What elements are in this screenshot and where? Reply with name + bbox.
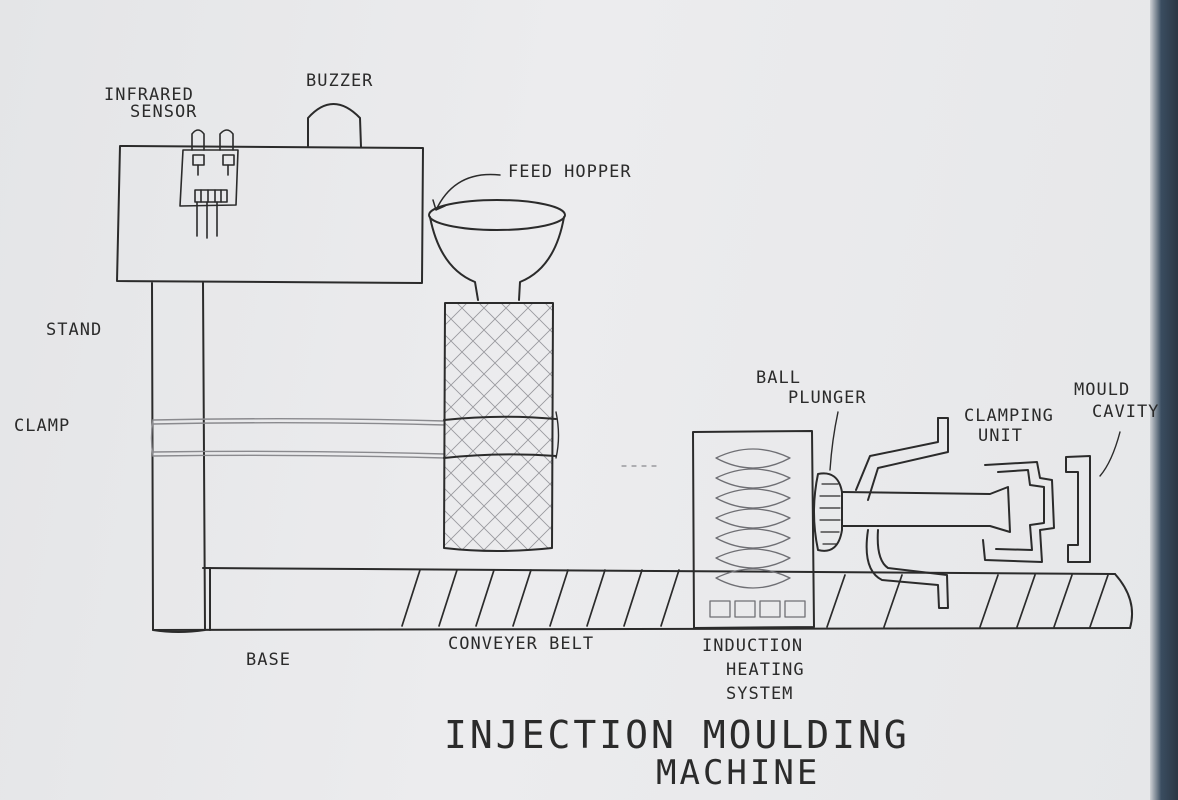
barrel-shape xyxy=(443,302,560,552)
label-system: SYSTEM xyxy=(726,684,794,704)
diagram-title-line-2: MACHINE xyxy=(656,753,821,793)
stand-shape xyxy=(151,282,206,633)
diagram-title-line-1: INJECTION MOULDING xyxy=(444,713,910,757)
label-buzzer: BUZZER xyxy=(306,71,374,91)
buzzer-shape xyxy=(307,103,362,148)
base-conveyor-shape xyxy=(152,567,1134,631)
label-feed-hopper: FEED HOPPER xyxy=(508,162,632,182)
infrared-sensor-shape xyxy=(179,129,239,239)
label-stand: STAND xyxy=(46,320,103,340)
control-box xyxy=(116,145,424,284)
mould-cavity-shape xyxy=(1065,431,1121,563)
clamping-unit-shape xyxy=(841,417,1055,609)
label-clamping: CLAMPING xyxy=(964,406,1054,426)
label-clamp: CLAMP xyxy=(14,416,71,436)
ball-plunger-shape xyxy=(813,411,843,552)
feed-hopper-shape xyxy=(428,199,566,301)
conveyor-hatching xyxy=(401,569,1109,628)
label-infrared-sensor-1: INFRARED xyxy=(104,85,194,105)
induction-heating-shape xyxy=(692,430,815,629)
label-mould: MOULD xyxy=(1074,380,1131,400)
label-induction: INDUCTION xyxy=(702,636,804,656)
label-infrared-sensor-2: SENSOR xyxy=(130,102,198,122)
ball-plunger-pointer xyxy=(829,411,839,471)
label-heating: HEATING xyxy=(726,660,805,680)
label-unit: UNIT xyxy=(978,426,1023,446)
label-base: BASE xyxy=(246,650,291,670)
clamp-lines xyxy=(150,418,446,459)
mould-cavity-pointer xyxy=(1099,431,1121,477)
label-ball: BALL xyxy=(756,368,801,388)
feed-hopper-pointer xyxy=(432,173,501,211)
background-edge xyxy=(1150,0,1178,800)
label-plunger: PLUNGER xyxy=(788,388,867,408)
label-cavity: CAVITY xyxy=(1092,402,1160,422)
label-conveyer-belt: CONVEYER BELT xyxy=(448,634,595,654)
